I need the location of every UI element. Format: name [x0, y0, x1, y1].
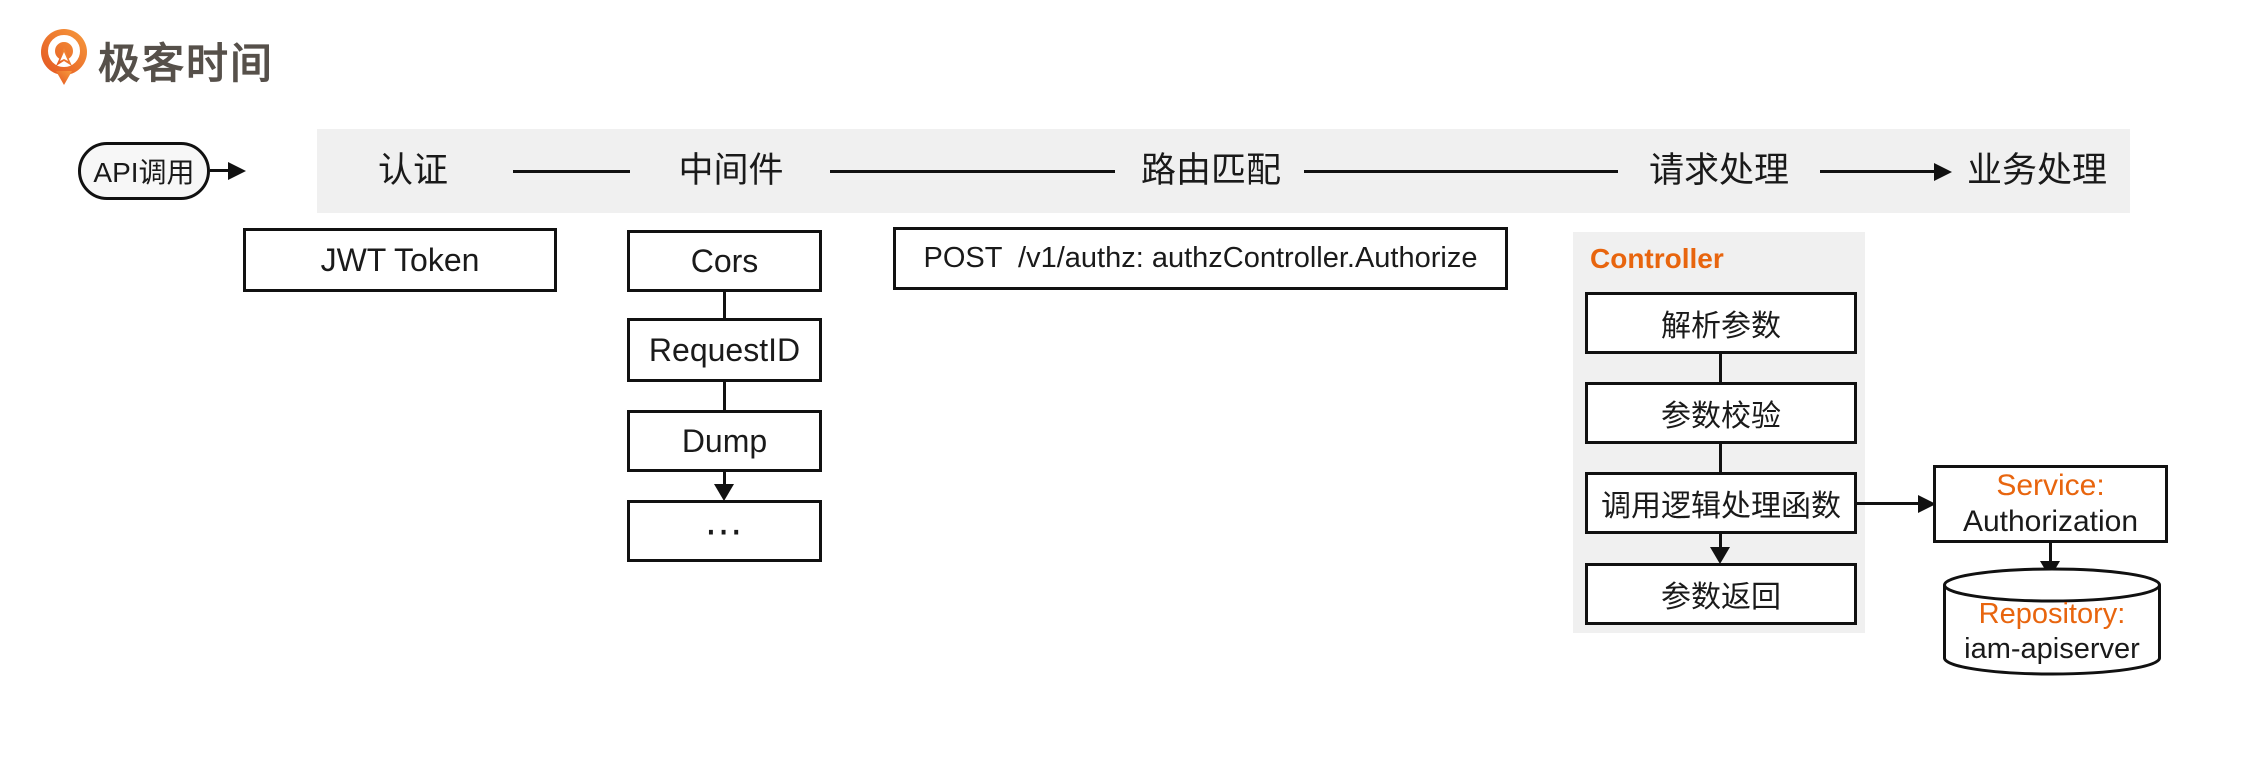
controller-step-box: 解析参数 [1585, 292, 1857, 354]
pipeline-stage-authn: 认证 [377, 151, 449, 190]
middleware-connector [723, 292, 726, 318]
api-call-label: API调用 [93, 157, 195, 188]
controller-title: Controller [1590, 243, 1724, 274]
middleware-more-label: ⋯ [704, 510, 745, 553]
jwt-token-label: JWT Token [320, 241, 480, 278]
controller-step-label: 参数校验 [1661, 400, 1781, 433]
stage-connector-line [830, 170, 1115, 173]
middleware-arrow-head [714, 484, 734, 501]
brand-logo-text: 极客时间 [98, 40, 275, 87]
repository-name: iam-apiserver [1964, 633, 2140, 665]
pipeline-stage-middleware: 中间件 [678, 151, 784, 190]
repository-text: Repository: iam-apiserver [1942, 597, 2162, 667]
pipeline-stage-request: 请求处理 [1648, 151, 1790, 190]
stage-arrow-line [1820, 170, 1934, 173]
start-arrow-line [210, 169, 228, 172]
middleware-step-label: Dump [681, 422, 768, 459]
controller-connector [1719, 444, 1722, 472]
route-label: POST /v1/authz: authzController.Authoriz… [923, 242, 1478, 274]
service-name: Authorization [1962, 505, 2139, 538]
service-box: Service: Authorization [1933, 465, 2168, 543]
stage-connector-line [1304, 170, 1618, 173]
controller-to-service-arrow-head [1918, 495, 1936, 513]
controller-to-service-arrow-line [1857, 502, 1918, 505]
controller-arrow-line [1719, 534, 1722, 548]
controller-step-label: 调用逻辑处理函数 [1601, 490, 1841, 523]
start-arrow-head [228, 162, 246, 180]
controller-connector [1719, 354, 1722, 382]
route-box: POST /v1/authz: authzController.Authoriz… [893, 227, 1508, 290]
jwt-token-box: JWT Token [243, 228, 557, 292]
stage-arrow-head [1934, 163, 1952, 181]
stage-connector-line [513, 170, 630, 173]
geektime-logo-icon [40, 26, 88, 86]
controller-step-label: 参数返回 [1661, 581, 1781, 614]
controller-step-box: 参数返回 [1585, 563, 1857, 625]
database-cylinder-icon [1943, 567, 2161, 676]
repository-cylinder [1942, 566, 2162, 680]
controller-step-box: 调用逻辑处理函数 [1585, 472, 1857, 534]
service-title: Service: [1996, 469, 2105, 502]
middleware-step-label: Cors [690, 242, 759, 279]
middleware-step-label: RequestID [648, 331, 801, 368]
middleware-step-box: Cors [627, 230, 822, 292]
controller-step-box: 参数校验 [1585, 382, 1857, 444]
controller-arrow-head [1710, 547, 1730, 564]
pipeline-stage-business: 业务处理 [1966, 151, 2108, 190]
middleware-arrow-line [723, 472, 726, 485]
middleware-step-box: RequestID [627, 318, 822, 382]
middleware-step-box: Dump [627, 410, 822, 472]
repository-title: Repository: [1978, 598, 2126, 630]
middleware-more-box: ⋯ [627, 500, 822, 562]
middleware-connector [723, 382, 726, 410]
pipeline-stage-routing: 路由匹配 [1140, 151, 1282, 190]
service-to-repository-arrow-line [2049, 543, 2052, 561]
api-call-pill: API调用 [78, 142, 210, 200]
controller-step-label: 解析参数 [1661, 310, 1781, 343]
